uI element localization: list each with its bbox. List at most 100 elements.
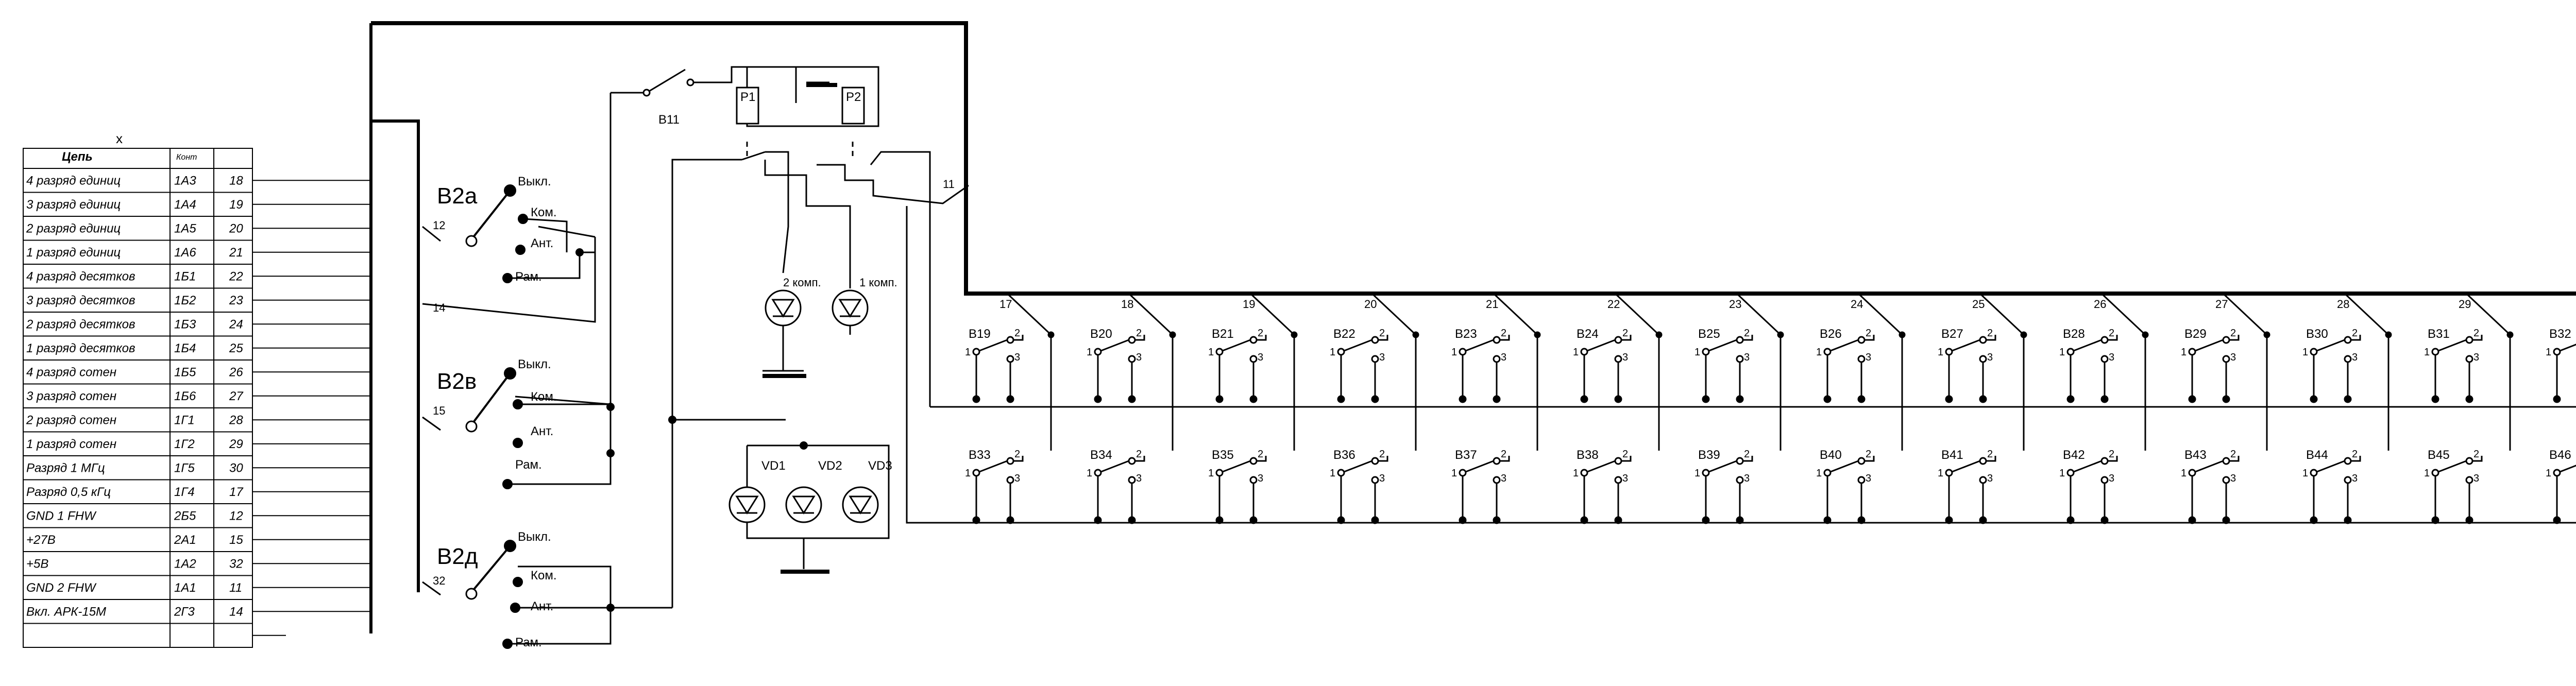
table-row-circuit: 1 разряд десятков <box>26 341 135 355</box>
switch-label: В29 <box>2184 327 2207 341</box>
contact-3-label: 3 <box>1379 352 1385 363</box>
table-row-circuit: 3 разряд единиц <box>26 198 121 212</box>
relay-pin-11: 11 <box>943 178 955 191</box>
switch-b2d-pin: 32 <box>433 574 445 587</box>
contact-2-label: 2 <box>1866 328 1871 339</box>
contact-3-label: 3 <box>1136 473 1142 484</box>
contact-3-label: 3 <box>1501 352 1506 363</box>
contact-2-label: 2 <box>2230 449 2236 460</box>
switch-label: В19 <box>969 327 991 341</box>
contact-1-label: 1 <box>1208 468 1214 479</box>
switch-b2a-name: В2а <box>437 183 478 209</box>
led-triangles <box>735 299 872 514</box>
table-row-pin: 15 <box>229 533 243 547</box>
contact-3-label: 3 <box>1501 473 1506 484</box>
switch-label: В39 <box>1698 448 1720 462</box>
contact-2-label: 2 <box>1501 449 1506 460</box>
table-row-circuit: Вкл. АРК-15М <box>26 605 106 619</box>
group-number: 18 <box>1121 298 1133 311</box>
switch-label: В40 <box>1820 448 1842 462</box>
table-row-circuit: 3 разряд десятков <box>26 294 135 307</box>
contact-1-label: 1 <box>1330 468 1335 479</box>
switch-label: В43 <box>2184 448 2207 462</box>
relay-p2-box <box>841 87 865 125</box>
table-row-pin: 32 <box>229 557 243 571</box>
switch-label: В36 <box>1333 448 1355 462</box>
switch-label: В35 <box>1212 448 1234 462</box>
contact-1-label: 1 <box>2546 347 2551 358</box>
table-row-circuit: +27В <box>26 533 56 547</box>
group-number: 27 <box>2215 298 2228 311</box>
contact-2-label: 2 <box>1379 449 1385 460</box>
contact-1-label: 1 <box>1938 347 1943 358</box>
switch-label: В42 <box>2063 448 2085 462</box>
table-row-contact: 1А3 <box>174 174 196 188</box>
switch-pivots <box>465 78 694 600</box>
switch-b2a-pos-0: Выкл. <box>518 175 551 188</box>
switch-b2a-extra-pin: 14 <box>433 301 445 314</box>
group-number: 24 <box>1851 298 1863 311</box>
contact-3-label: 3 <box>1987 473 1993 484</box>
table-row-contact: 2Б5 <box>174 509 196 523</box>
top-mark: x <box>116 131 123 146</box>
table-row-circuit: Разряд 0,5 кГц <box>26 485 111 499</box>
led-komp2-label: 2 комп. <box>783 276 821 289</box>
contact-3-label: 3 <box>1622 473 1628 484</box>
switch-b2a-pos-1: Ком. <box>531 205 557 219</box>
switch-b2v-name: В2в <box>437 369 477 394</box>
switch-b2v-pos-0: Выкл. <box>518 357 551 371</box>
table-row-pin: 24 <box>229 318 243 332</box>
header-contact: Конт <box>176 153 197 162</box>
switch-label: В26 <box>1820 327 1842 341</box>
switch-label: В32 <box>2549 327 2571 341</box>
switch-b2d-pos-2: Ант. <box>531 599 553 613</box>
table-row-contact: 1Б4 <box>174 341 196 355</box>
group-number: 29 <box>2459 298 2471 311</box>
group-number: 21 <box>1486 298 1498 311</box>
led-vd3-icon <box>842 486 879 523</box>
contact-3-label: 3 <box>1622 352 1628 363</box>
relay-led-labels: В11 Р1 Р2 11 2 комп. 1 комп. VD1 VD2 VD3 <box>658 90 955 473</box>
switch-label: В45 <box>2428 448 2450 462</box>
switch-label: В30 <box>2306 327 2328 341</box>
contact-1-label: 1 <box>1208 347 1214 358</box>
rotary-switch-contacts <box>470 184 808 649</box>
contact-3-label: 3 <box>1379 473 1385 484</box>
contact-2-label: 2 <box>1379 328 1385 339</box>
contact-2-label: 2 <box>1258 328 1263 339</box>
header-circuit: Цепь <box>62 150 93 164</box>
switch-label: В37 <box>1455 448 1477 462</box>
switch-label: В41 <box>1941 448 1963 462</box>
switch-label: В21 <box>1212 327 1234 341</box>
contact-1-label: 1 <box>1938 468 1943 479</box>
contact-1-label: 1 <box>2059 468 2065 479</box>
switch-label: В33 <box>969 448 991 462</box>
table-row-pin: 17 <box>229 485 244 499</box>
contact-1-label: 1 <box>1451 468 1457 479</box>
switch-b2v-pos-2: Ант. <box>531 424 553 438</box>
switch-label: В31 <box>2428 327 2450 341</box>
table-row-contact: 1Б2 <box>174 294 196 307</box>
switch-label: В25 <box>1698 327 1720 341</box>
contact-1-label: 1 <box>1087 347 1092 358</box>
contact-3-label: 3 <box>1987 352 1993 363</box>
contact-1-label: 1 <box>2546 468 2551 479</box>
table-row-contact: 2А1 <box>174 533 196 547</box>
contact-1-label: 1 <box>1573 347 1579 358</box>
table-row-pin: 25 <box>229 341 243 355</box>
contact-2-label: 2 <box>2473 449 2479 460</box>
group-number: 19 <box>1243 298 1255 311</box>
contact-1-label: 1 <box>1694 468 1700 479</box>
contact-1-label: 1 <box>2181 468 2187 479</box>
contact-1-label: 1 <box>2302 347 2308 358</box>
switch-label: В28 <box>2063 327 2085 341</box>
table-row-circuit: Разряд 1 МГц <box>26 461 105 475</box>
contact-3-label: 3 <box>2109 473 2114 484</box>
contact-2-label: 2 <box>1744 328 1750 339</box>
contact-2-label: 2 <box>2109 328 2114 339</box>
relay-p2-label: Р2 <box>846 90 861 104</box>
